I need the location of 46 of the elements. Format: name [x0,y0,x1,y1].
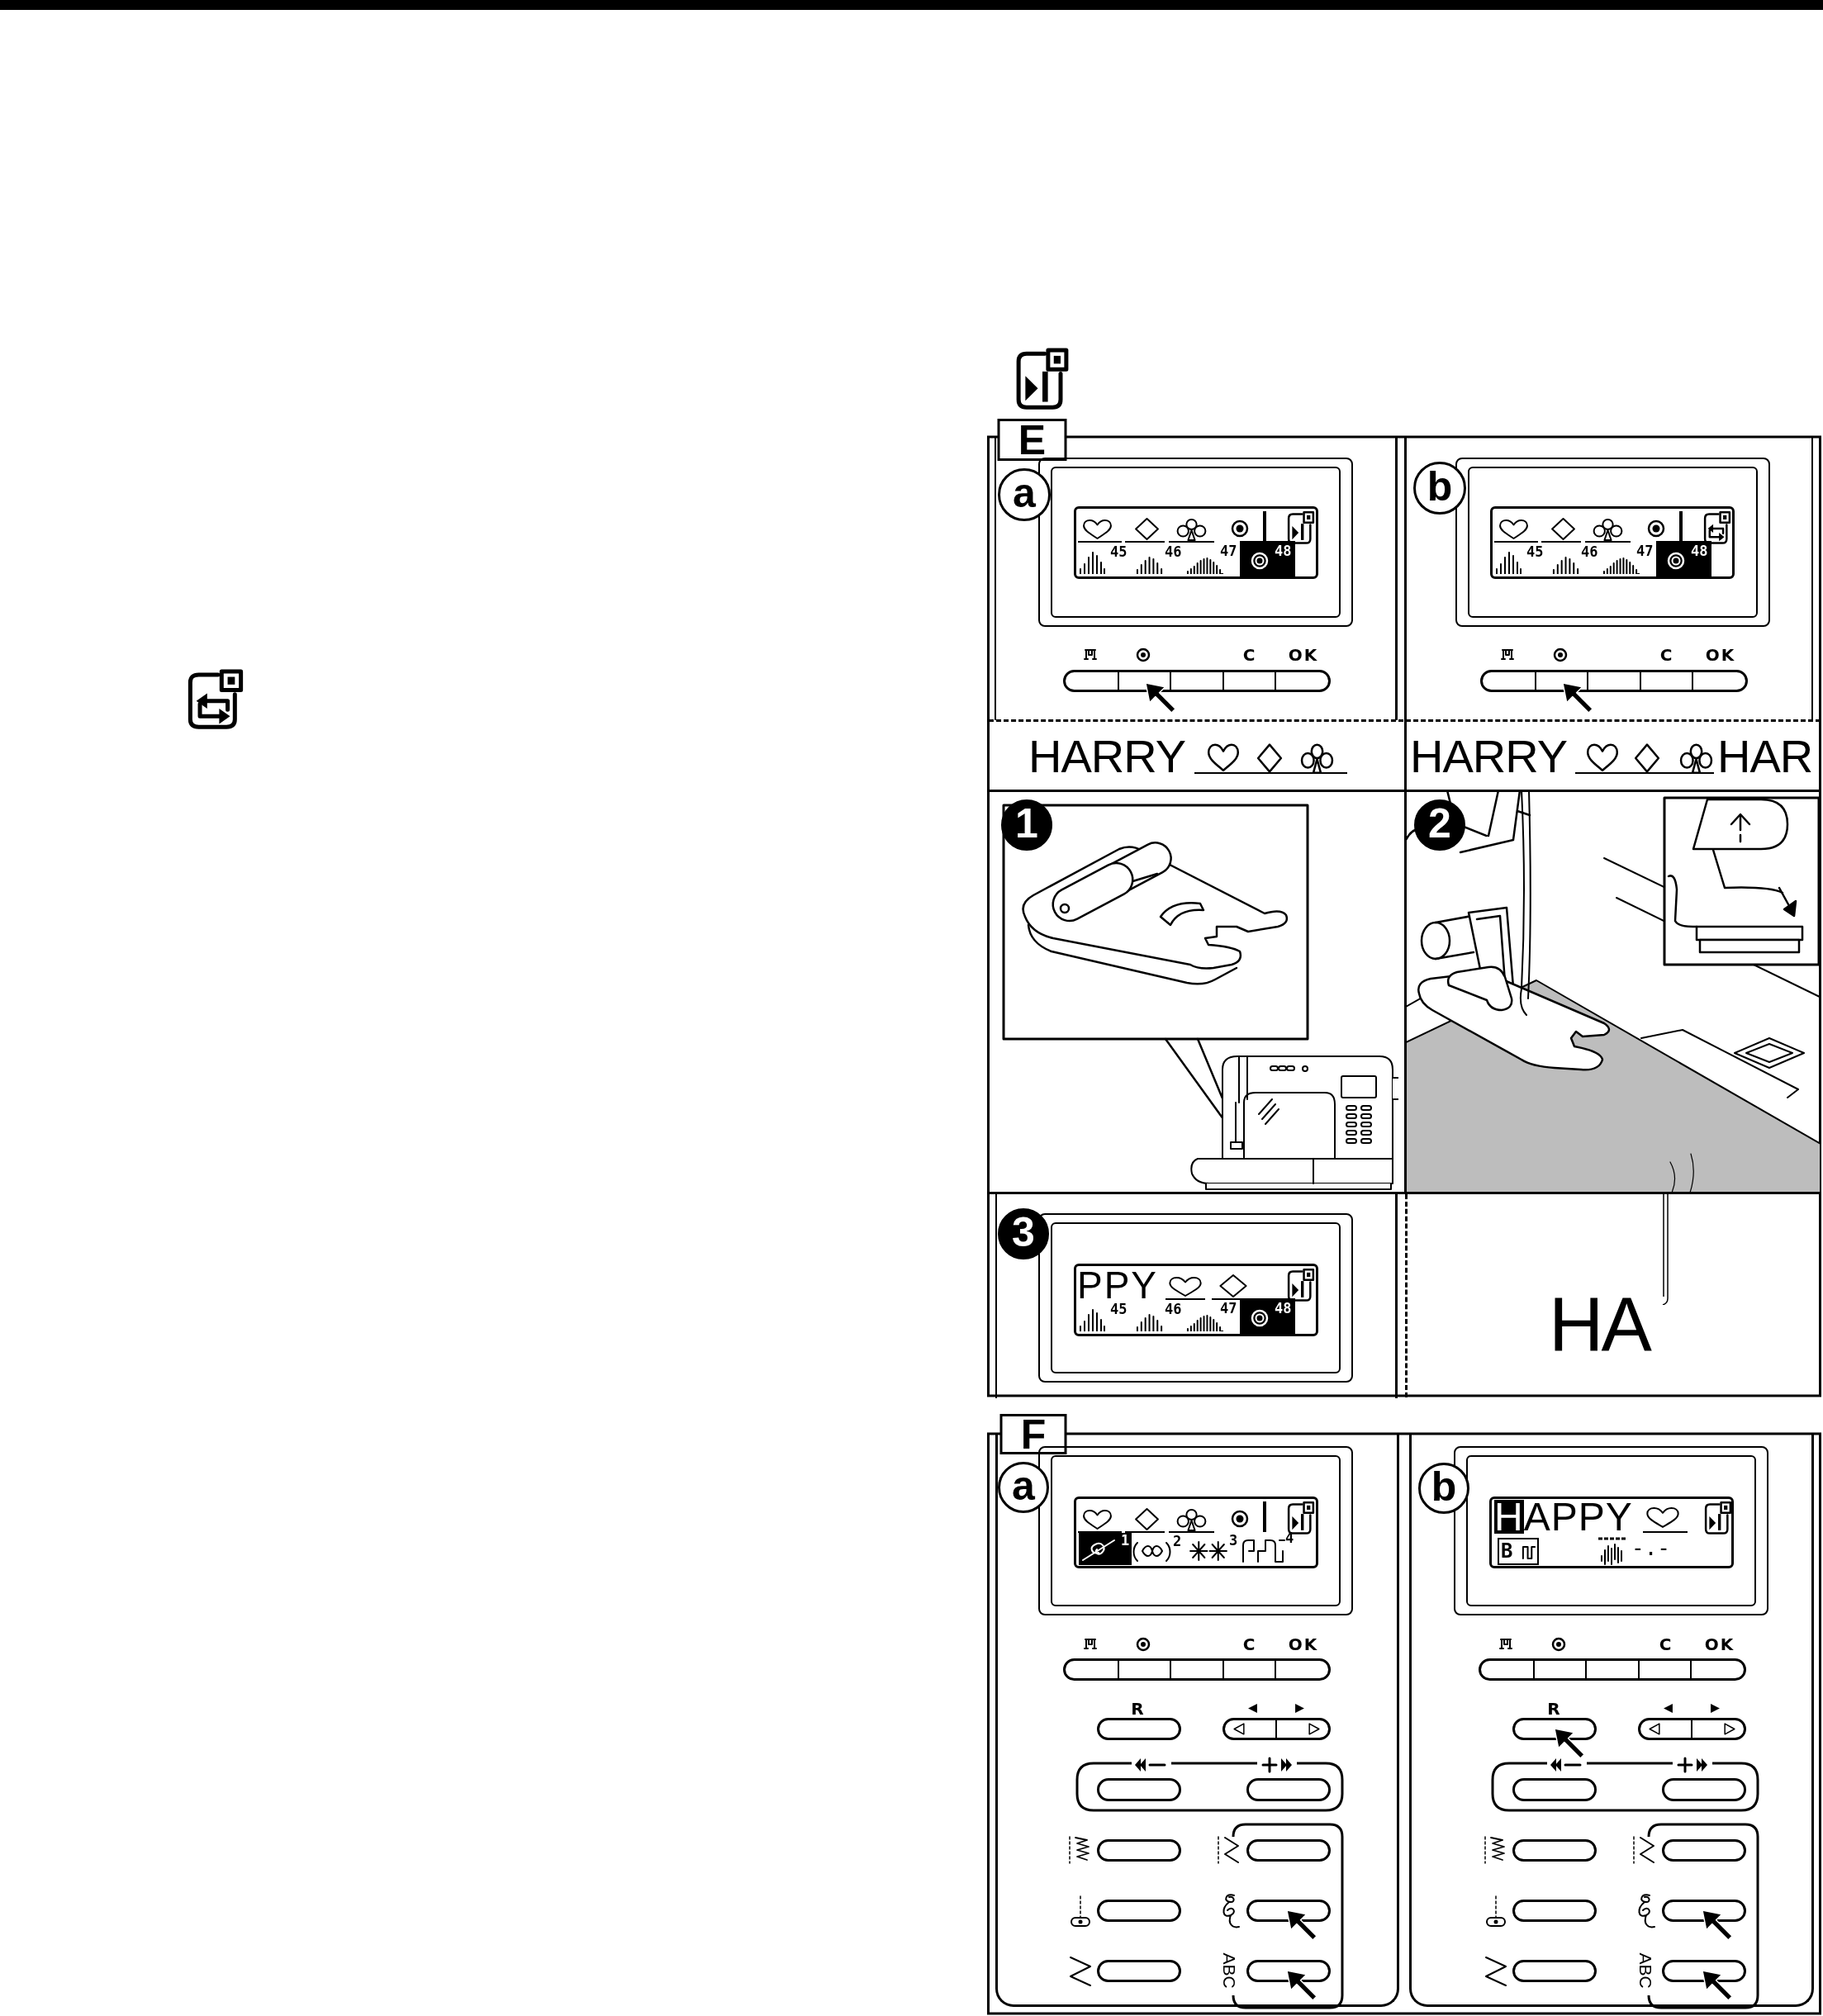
display-number: 3 [1229,1534,1238,1548]
display-number: 45 [1110,1302,1128,1316]
key-label: R [1547,1701,1562,1717]
lcd-screen [1490,506,1735,579]
stitched-text: HARRY [1028,733,1185,780]
step-badge: b [1418,1463,1469,1514]
display-number: 47 [1636,544,1654,558]
key-label: ABC [1220,1952,1238,1989]
panel-letter: E [1018,419,1047,461]
display-number: 46 [1165,1302,1182,1316]
display-value: -.- [1631,1537,1670,1558]
stitched-text: HARRY [1410,733,1567,780]
panel-letter: F [1020,1413,1047,1455]
key-label: C [1242,1636,1257,1653]
step-badge: 3 [998,1208,1049,1259]
display-text: PPY [1077,1266,1159,1304]
key-label: ABC [1636,1952,1654,1989]
step-badge: b [1413,462,1466,515]
step-badge: a [998,468,1051,521]
step-badge: a [998,1462,1049,1513]
key-label: OK [1704,1636,1735,1653]
display-number: 45 [1110,545,1128,559]
display-number: 47 [1220,1302,1237,1316]
display-number: 48 [1691,544,1708,558]
display-number: 45 [1526,545,1544,559]
display-number: 46 [1581,545,1598,559]
key-label: C [1659,647,1674,663]
display-number: 47 [1220,544,1237,558]
display-number: 48 [1275,1302,1292,1316]
stitched-text: HA [1549,1287,1650,1363]
key-label: OK [1288,1636,1319,1653]
step-badge: 2 [1414,799,1465,851]
lcd-screen [1074,1497,1318,1568]
key-label: C [1659,1636,1673,1653]
key-label: R [1131,1701,1146,1717]
display-number: 46 [1165,545,1182,559]
key-label: C [1242,647,1257,663]
lcd-screen [1074,506,1318,579]
lcd-screen [1074,1264,1318,1336]
display-number: 48 [1275,544,1292,558]
display-number: 2 [1173,1535,1182,1549]
stitched-text: HAR [1717,733,1813,780]
key-label: OK [1288,647,1319,663]
key-label: OK [1705,647,1736,663]
mode-letter: B [1501,1541,1513,1561]
display-number: 1 [1121,1534,1130,1548]
